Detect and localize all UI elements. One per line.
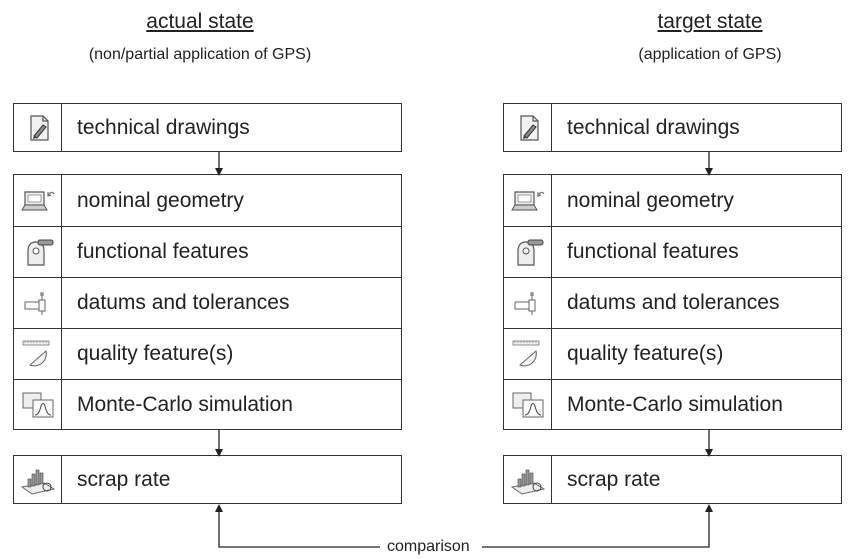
- row-label: functional features: [567, 240, 739, 263]
- row-label: nominal geometry: [567, 188, 734, 212]
- row-label: technical drawings: [77, 115, 250, 139]
- left-process-box: nominal geometry functional features dat…: [13, 174, 402, 430]
- comparison-label: comparison: [387, 538, 470, 555]
- row-label: nominal geometry: [77, 188, 244, 212]
- row-label: Monte-Carlo simulation: [567, 392, 783, 416]
- left-row-monte-carlo-simulation: Monte-Carlo simulation: [14, 379, 401, 429]
- right-row-monte-carlo-simulation: Monte-Carlo simulation: [504, 379, 841, 429]
- row-label: datums and tolerances: [567, 291, 780, 314]
- left-row-quality-features: quality feature(s): [14, 328, 401, 379]
- row-label: functional features: [77, 240, 249, 263]
- left-scrap-rate-box: scrap rate: [13, 455, 402, 504]
- right-process-box: nominal geometry functional features dat…: [503, 174, 842, 430]
- right-row-technical-drawings: technical drawings: [504, 104, 841, 151]
- row-label: scrap rate: [77, 467, 171, 491]
- left-row-nominal-geometry: nominal geometry: [14, 175, 401, 226]
- right-row-datums-and-tolerances: datums and tolerances: [504, 277, 841, 328]
- left-technical-drawings-box: technical drawings: [13, 103, 402, 152]
- right-technical-drawings-box: technical drawings: [503, 103, 842, 152]
- left-row-technical-drawings: technical drawings: [14, 104, 401, 151]
- row-label: Monte-Carlo simulation: [77, 392, 293, 416]
- left-column-subtitle: (non/partial application of GPS): [88, 46, 312, 63]
- right-row-nominal-geometry: nominal geometry: [504, 175, 841, 226]
- left-row-scrap-rate: scrap rate: [14, 456, 401, 503]
- right-column-header: target state (application of GPS): [510, 10, 858, 66]
- right-column-subtitle: (application of GPS): [638, 46, 782, 63]
- right-column-title: target state: [657, 10, 763, 33]
- right-scrap-rate-box: scrap rate: [503, 455, 842, 504]
- row-label: quality feature(s): [567, 342, 724, 365]
- right-row-quality-features: quality feature(s): [504, 328, 841, 379]
- comparison-line-left: [215, 504, 380, 548]
- left-row-functional-features: functional features: [14, 226, 401, 277]
- comparison-line-right: [482, 504, 713, 548]
- row-label: scrap rate: [567, 467, 661, 491]
- left-row-datums-and-tolerances: datums and tolerances: [14, 277, 401, 328]
- left-column-title: actual state: [146, 10, 254, 33]
- right-row-scrap-rate: scrap rate: [504, 456, 841, 503]
- row-label: datums and tolerances: [77, 291, 290, 314]
- right-row-functional-features: functional features: [504, 226, 841, 277]
- left-column-header: actual state (non/partial application of…: [0, 10, 400, 66]
- row-label: quality feature(s): [77, 342, 234, 365]
- row-label: technical drawings: [567, 115, 740, 139]
